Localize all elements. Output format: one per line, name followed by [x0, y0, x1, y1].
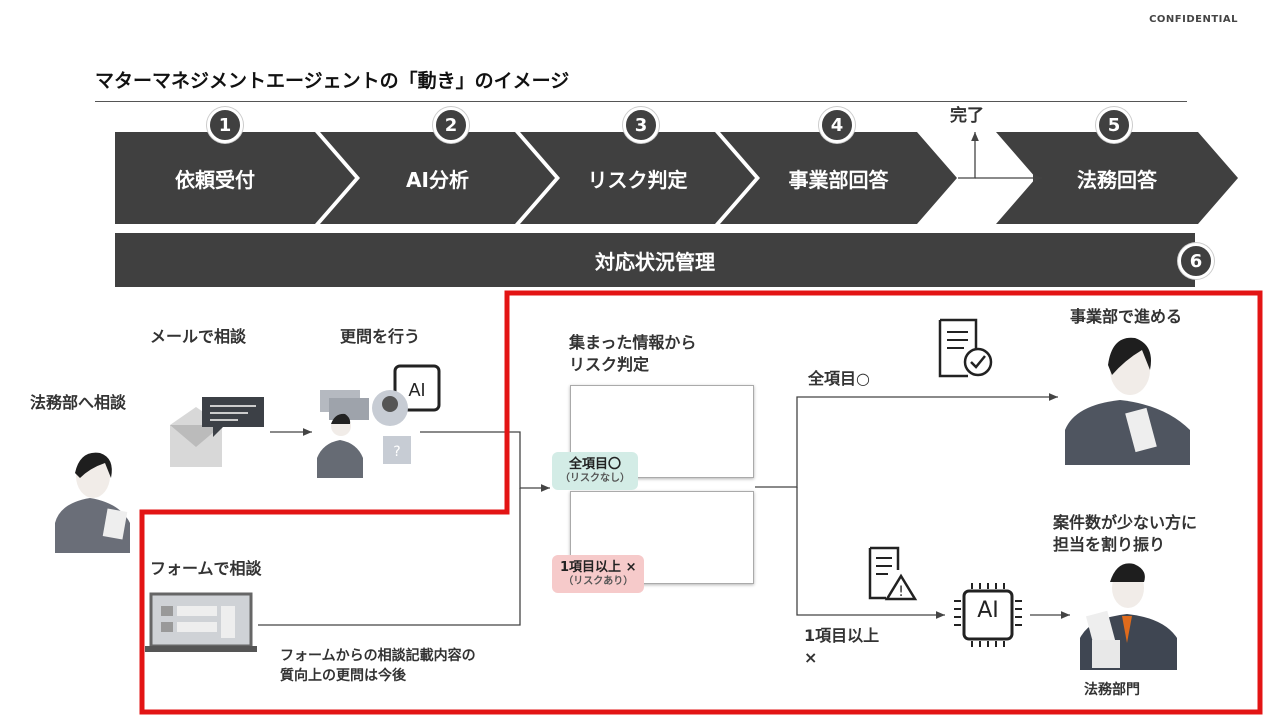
step-label: AI分析	[406, 167, 469, 192]
step-3-number: 3	[623, 107, 659, 143]
step-6-number: 6	[1178, 243, 1214, 279]
tag-title: 全項目〇	[568, 457, 621, 472]
step-label: 事業部回答	[788, 167, 889, 192]
complete-label: 完了	[950, 106, 984, 126]
legal-person-illustration	[1080, 563, 1177, 670]
svg-text:?: ?	[393, 444, 400, 460]
tag-title: 1項目以上 ×	[560, 560, 637, 575]
step-5-number: 5	[1096, 107, 1132, 143]
tag-subtitle: （リスクあり）	[563, 575, 634, 587]
svg-text:AI: AI	[408, 380, 425, 400]
risk-judge-label: 集まった情報から リスク判定	[569, 333, 697, 374]
step-1-chevron: 依頼受付	[115, 132, 355, 224]
svg-text:!: !	[898, 584, 904, 600]
step-1-number: 1	[207, 107, 243, 143]
highlight-frame	[139, 290, 1263, 715]
mail-chat-icon	[170, 397, 264, 467]
assign-label: 案件数が少ない方に 担当を割り振り	[1053, 513, 1198, 554]
ai-chip-icon	[954, 583, 1022, 647]
business-person-illustration	[1065, 337, 1190, 465]
branch-ok-label: 全項目○	[808, 369, 870, 388]
step-2-number: 2	[433, 107, 469, 143]
title-divider	[95, 101, 1187, 102]
ai-chip-label: AI	[977, 598, 999, 623]
ai-follow-up-illustration: AI ?	[317, 364, 441, 478]
legal-dept-label: 法務部門	[1084, 682, 1140, 698]
mail-consult-label: メールで相談	[150, 327, 247, 346]
step-label: リスク判定	[587, 167, 688, 192]
branch-ng-label: 1項目以上 ×	[804, 626, 880, 667]
document-warning-icon: !	[868, 546, 918, 601]
laptop-form-icon	[145, 592, 257, 652]
status-bar-label: 対応状況管理	[595, 249, 715, 274]
step-label: 依頼受付	[175, 167, 255, 192]
status-management-bar: 対応状況管理	[115, 233, 1195, 287]
page-title: マターマネジメントエージェントの「動き」のイメージ	[95, 70, 570, 92]
confidential-label: CONFIDENTIAL	[1149, 14, 1238, 25]
tag-subtitle: （リスクなし）	[560, 472, 630, 484]
document-check-icon	[938, 318, 993, 378]
form-consult-label: フォームで相談	[150, 559, 262, 578]
legal-consult-label: 法務部へ相談	[30, 393, 127, 412]
risk-none-tag: 全項目〇（リスクなし）	[552, 452, 638, 490]
person-consulting-icon	[55, 452, 130, 553]
risk-present-tag: 1項目以上 ×（リスクあり）	[552, 555, 645, 593]
follow-up-label: 更問を行う	[340, 327, 421, 346]
business-proceeds-label: 事業部で進める	[1070, 307, 1183, 326]
form-note-label: フォームからの相談記載内容の 質向上の更問は今後	[280, 648, 476, 685]
step-4-number: 4	[819, 107, 855, 143]
step-label: 法務回答	[1077, 167, 1157, 192]
